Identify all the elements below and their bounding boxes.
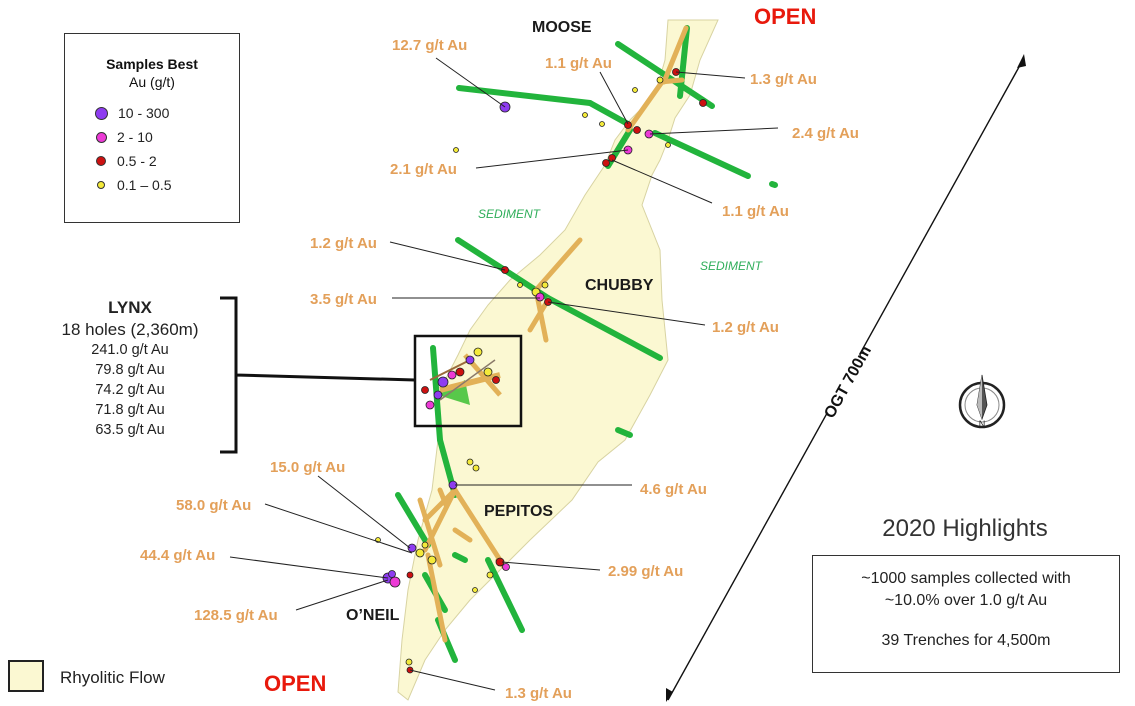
lynx-grade: 63.5 g/t Au bbox=[95, 422, 165, 438]
svg-text:N: N bbox=[979, 419, 986, 429]
assay-label: 1.1 g/t Au bbox=[545, 55, 612, 72]
sediment-label-left: SEDIMENT bbox=[478, 207, 542, 221]
assay-label: 1.3 g/t Au bbox=[505, 685, 572, 702]
legend-item: 0.1 – 0.5 bbox=[95, 177, 172, 193]
assay-label: 2.1 g/t Au bbox=[390, 161, 457, 178]
highlights-line: ~10.0% over 1.0 g/t Au bbox=[884, 592, 1048, 609]
legend-item: 10 - 300 bbox=[95, 105, 169, 121]
highlights-box: ~1000 samples collected with ~10.0% over… bbox=[812, 555, 1120, 673]
assay-label: 1.1 g/t Au bbox=[722, 203, 789, 220]
prospect-moose: MOOSE bbox=[532, 19, 592, 36]
legend-dot-icon bbox=[96, 156, 106, 166]
lynx-bracket bbox=[220, 296, 416, 454]
legend-dot-icon bbox=[97, 181, 105, 189]
assay-label: 2.4 g/t Au bbox=[792, 125, 859, 142]
legend-item: 2 - 10 bbox=[95, 129, 153, 145]
prospect-chubby: CHUBBY bbox=[585, 277, 654, 294]
assay-label: 128.5 g/t Au bbox=[194, 607, 278, 624]
legend-dot-icon bbox=[96, 131, 107, 143]
sample-points bbox=[375, 68, 707, 674]
assay-label: 2.99 g/t Au bbox=[608, 563, 683, 580]
assay-label: 1.3 g/t Au bbox=[750, 71, 817, 88]
rhyolitic-flow-label: Rhyolitic Flow bbox=[60, 668, 165, 687]
north-arrow-icon: N bbox=[958, 374, 1006, 429]
legend-subtitle: Au (g/t) bbox=[129, 74, 175, 90]
sediment-label-right: SEDIMENT bbox=[700, 259, 764, 273]
open-label-top: OPEN bbox=[754, 4, 816, 29]
assay-label: 58.0 g/t Au bbox=[176, 497, 251, 514]
lynx-grade: 241.0 g/t Au bbox=[91, 342, 169, 358]
prospect-pepitos: PEPITOS bbox=[484, 503, 553, 520]
legend-dot-icon bbox=[95, 106, 108, 120]
assay-label: 1.2 g/t Au bbox=[310, 235, 377, 252]
prospect-oneil: O’NEIL bbox=[346, 607, 400, 624]
assay-label: 15.0 g/t Au bbox=[270, 459, 345, 476]
open-label-bottom: OPEN bbox=[264, 671, 326, 696]
legend: Samples Best Au (g/t) 10 - 300 2 - 10 0.… bbox=[64, 33, 240, 223]
assay-label: 12.7 g/t Au bbox=[392, 37, 467, 54]
lynx-title: LYNX bbox=[108, 298, 152, 317]
highlights-title: 2020 Highlights bbox=[882, 515, 1048, 542]
lynx-subtitle: 18 holes (2,360m) bbox=[61, 320, 199, 339]
legend-title: Samples Best bbox=[106, 56, 198, 72]
assay-label: 3.5 g/t Au bbox=[310, 291, 377, 308]
lynx-zoom-box bbox=[413, 334, 523, 428]
rhyolitic-flow-swatch bbox=[8, 660, 44, 692]
lynx-grade: 74.2 g/t Au bbox=[95, 382, 165, 398]
rhyolitic-flow-area bbox=[397, 19, 719, 701]
lynx-grade: 71.8 g/t Au bbox=[95, 402, 165, 418]
highlights-line: 39 Trenches for 4,500m bbox=[881, 632, 1051, 649]
legend-item: 0.5 - 2 bbox=[95, 153, 157, 169]
lynx-grade: 79.8 g/t Au bbox=[95, 362, 165, 378]
assay-label: 1.2 g/t Au bbox=[712, 319, 779, 336]
lynx-summary: LYNX 18 holes (2,360m) 241.0 g/t Au 79.8… bbox=[30, 298, 230, 440]
assay-label: 4.6 g/t Au bbox=[640, 481, 707, 498]
lynx-drill-cluster bbox=[421, 347, 502, 410]
assay-leader-lines bbox=[229, 57, 779, 691]
assay-label: 44.4 g/t Au bbox=[140, 547, 215, 564]
highlights-line: ~1000 samples collected with bbox=[861, 570, 1071, 587]
